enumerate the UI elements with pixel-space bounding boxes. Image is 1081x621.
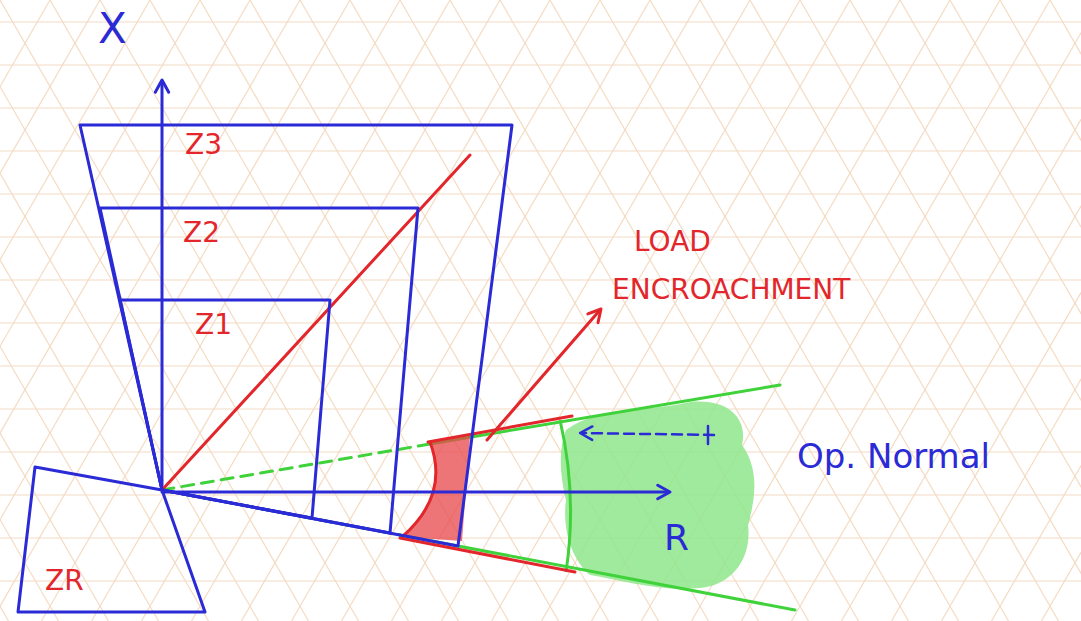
grid-line bbox=[0, 0, 200, 621]
trajectory-arrow bbox=[582, 433, 714, 435]
grid-line bbox=[441, 0, 800, 621]
zone-label: Z3 bbox=[185, 130, 222, 161]
grid-line bbox=[500, 0, 859, 621]
grid-line bbox=[0, 537, 1081, 538]
grid-line bbox=[100, 0, 459, 621]
grid-line bbox=[200, 0, 559, 621]
encroachment-boundary bbox=[402, 442, 436, 537]
grid-line bbox=[0, 0, 100, 621]
grid-line bbox=[0, 0, 150, 621]
grid-line bbox=[491, 0, 850, 621]
grid-line bbox=[0, 0, 359, 621]
grid-line bbox=[0, 0, 250, 621]
axis-label: R bbox=[664, 518, 689, 558]
zone-region: ZR bbox=[18, 467, 205, 615]
region-label: Op. Normal bbox=[797, 438, 990, 475]
grid-line bbox=[991, 0, 1081, 621]
grid-line bbox=[950, 0, 1081, 621]
line-impedance bbox=[162, 155, 470, 490]
r-axis bbox=[162, 491, 668, 494]
grid-line bbox=[1050, 0, 1081, 621]
grid-line bbox=[1000, 0, 1081, 621]
load-impedance-arc bbox=[560, 420, 571, 572]
normal-operation-region bbox=[561, 402, 755, 589]
trajectory-arrowhead bbox=[580, 426, 592, 439]
grid-line bbox=[91, 0, 450, 621]
zone-label: Z2 bbox=[183, 218, 220, 249]
grid-line bbox=[550, 0, 909, 621]
blinder-line bbox=[428, 416, 572, 442]
zone-label: Z1 bbox=[195, 310, 232, 341]
grid-line bbox=[891, 0, 1081, 621]
grid-line bbox=[0, 580, 1081, 581]
grid-line bbox=[450, 0, 809, 621]
load-angle-line bbox=[162, 444, 430, 490]
grid-line bbox=[750, 0, 1081, 621]
grid-line bbox=[250, 0, 609, 621]
zone-polygon bbox=[18, 467, 205, 612]
grid-line bbox=[0, 0, 50, 621]
encroachment-arrowhead bbox=[588, 309, 601, 323]
grid-line bbox=[541, 0, 900, 621]
grid-line bbox=[141, 0, 500, 621]
zone-label: ZR bbox=[45, 566, 84, 597]
grid-line bbox=[800, 0, 1081, 621]
r-axis-arrowhead bbox=[658, 485, 670, 498]
axis-label: X bbox=[98, 6, 127, 52]
blinder-line bbox=[400, 538, 575, 572]
grid-line bbox=[700, 0, 1059, 621]
encroachment-arrow bbox=[487, 310, 600, 440]
x-axis bbox=[161, 82, 164, 490]
trajectory-cross bbox=[707, 426, 710, 444]
grid-line bbox=[1041, 0, 1081, 621]
grid-line bbox=[400, 0, 759, 621]
grid-line bbox=[791, 0, 1081, 621]
grid-line bbox=[941, 0, 1081, 621]
zone-polygon bbox=[80, 125, 512, 546]
grid-line bbox=[41, 0, 400, 621]
grid-line bbox=[741, 0, 1081, 621]
load-angle-line bbox=[430, 385, 780, 444]
x-axis-arrowhead bbox=[155, 80, 168, 92]
zone-polygon bbox=[120, 300, 330, 518]
region-label: LOAD ENCROACHMENT bbox=[612, 218, 892, 314]
grid-line bbox=[0, 0, 350, 621]
zone-polygon bbox=[100, 208, 418, 533]
grid-line bbox=[241, 0, 600, 621]
